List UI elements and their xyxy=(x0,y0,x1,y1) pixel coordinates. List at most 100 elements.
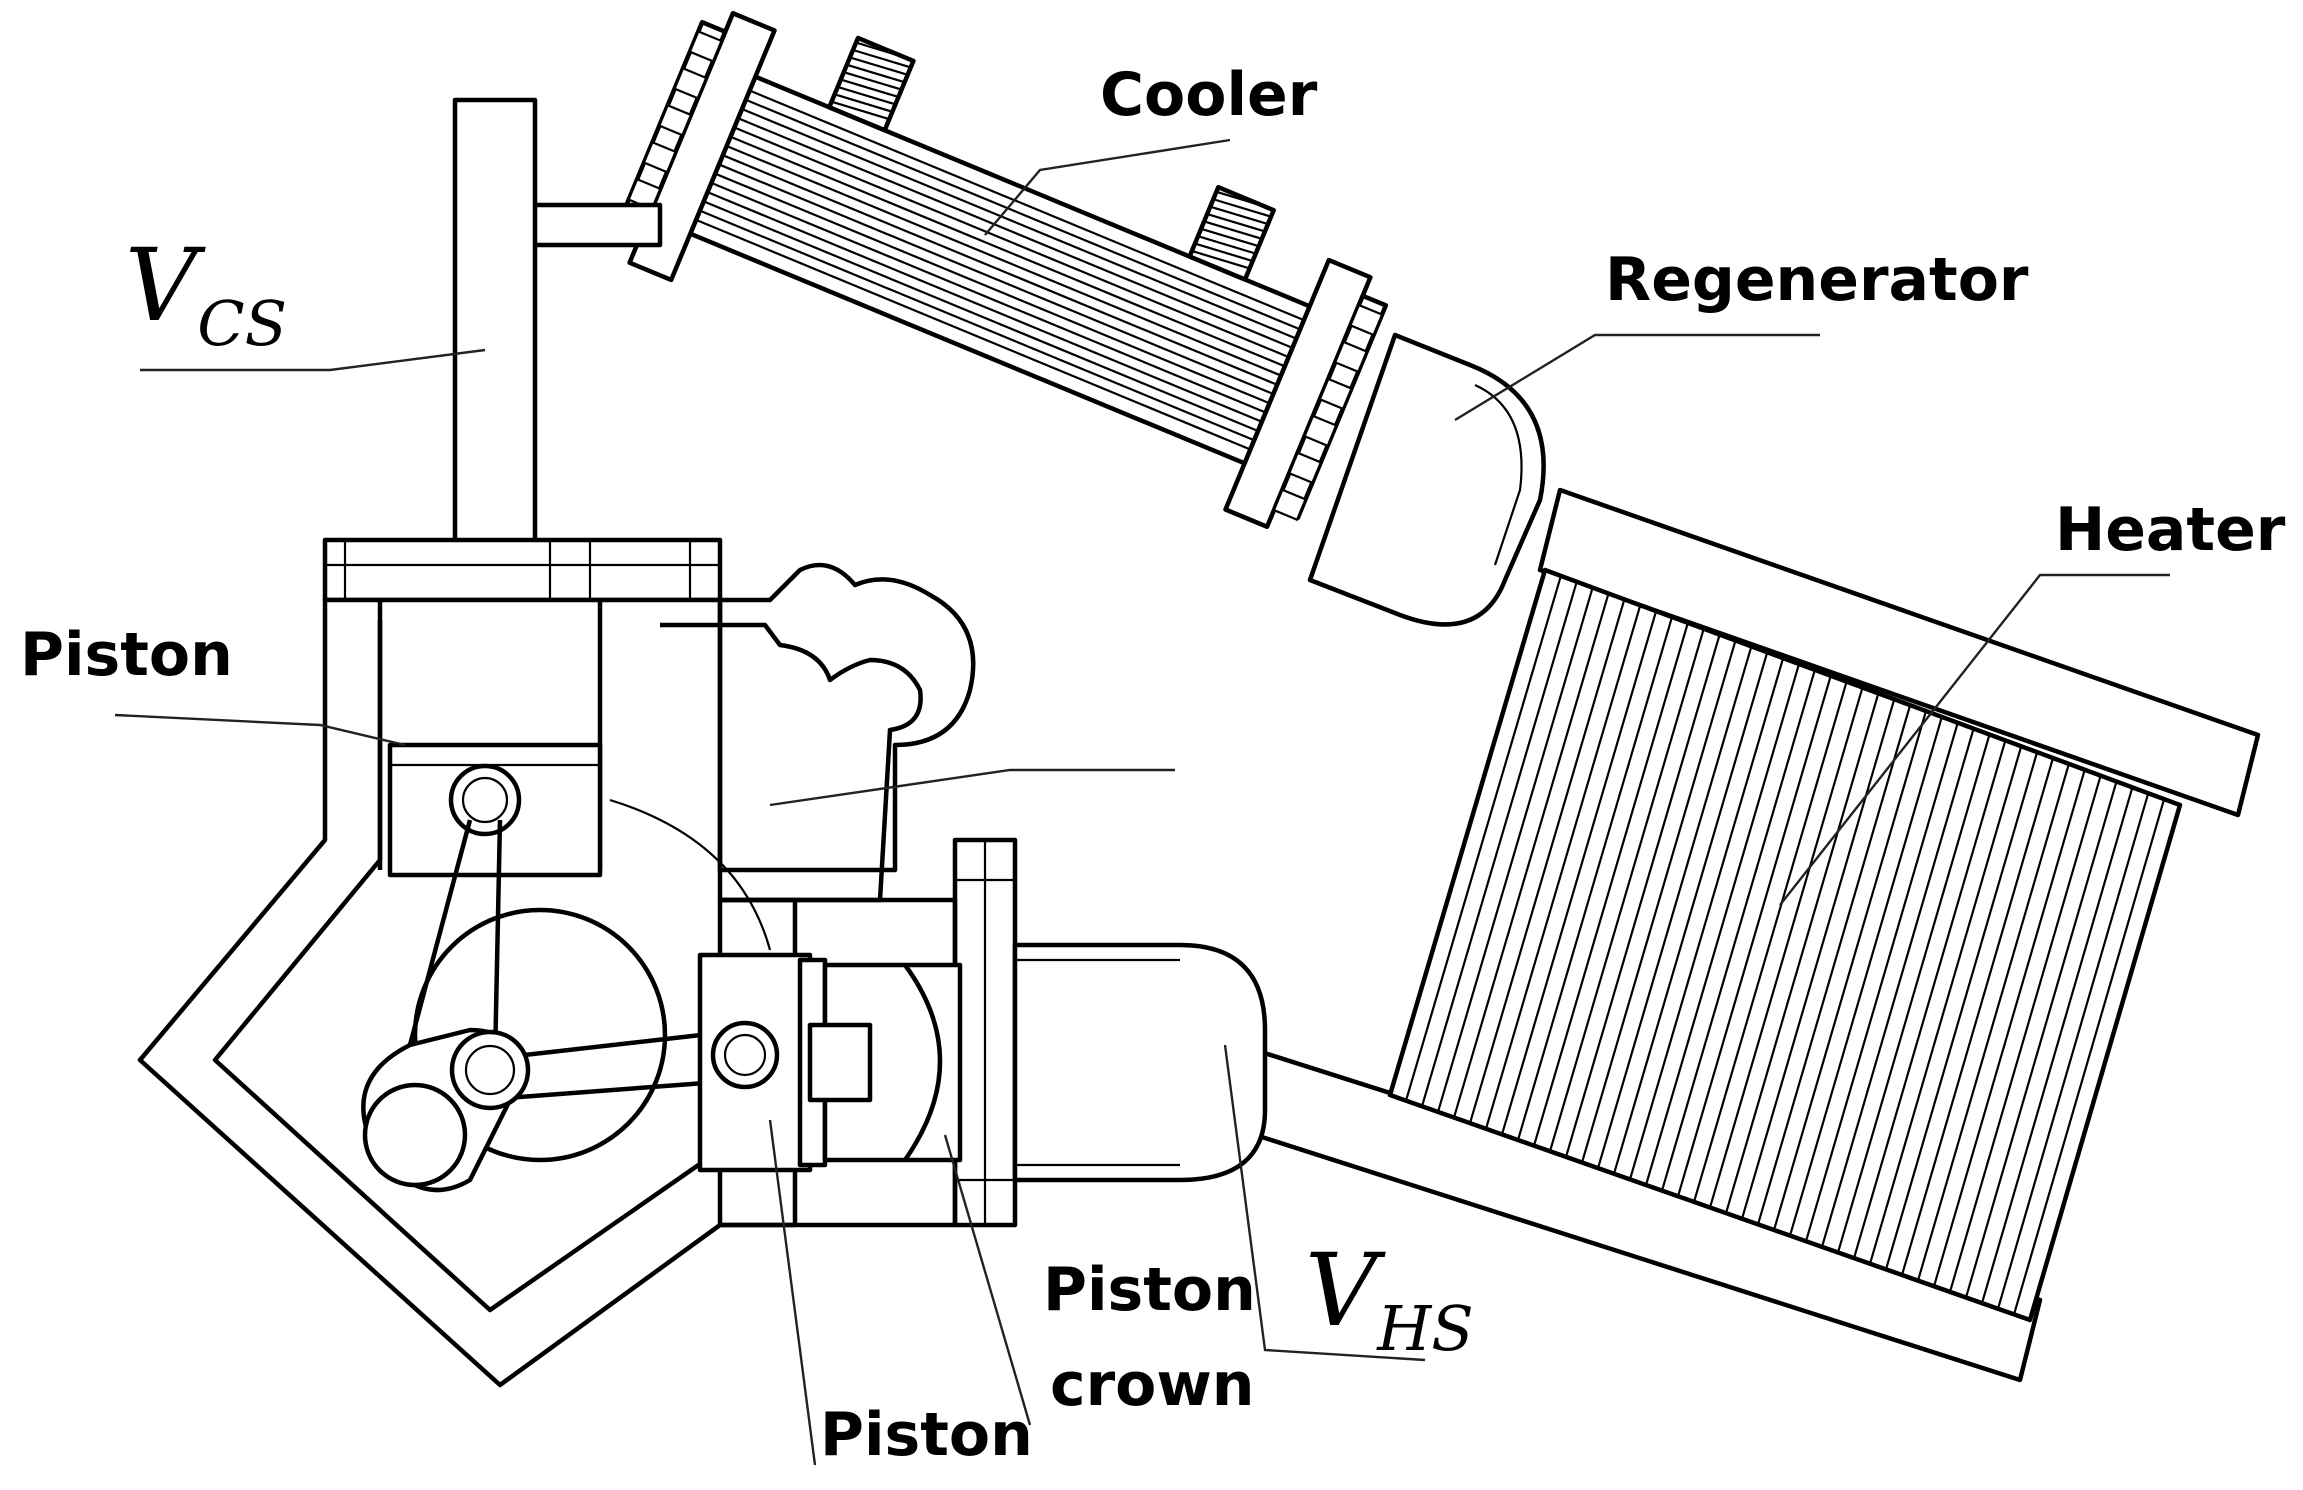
port-hatch-line xyxy=(831,100,890,121)
cooler-tube xyxy=(730,135,1286,368)
v-hs-sub: HS xyxy=(1376,1292,1474,1365)
port-hatch-line xyxy=(840,78,899,99)
cooler-tube xyxy=(695,218,1251,451)
port-hatch-line xyxy=(849,56,908,76)
cold-cylinder xyxy=(322,97,723,603)
heater-tube xyxy=(1804,722,1959,1242)
piston-label-bottom: Piston xyxy=(820,1400,1033,1470)
heater-tube xyxy=(1644,663,1801,1186)
heater xyxy=(1237,487,2261,1383)
cooler-tube xyxy=(710,181,1267,414)
cooler-tube xyxy=(733,126,1290,359)
heater-tube xyxy=(1612,651,1769,1175)
heater-tube xyxy=(2028,804,2182,1321)
crank-mechanism xyxy=(361,819,746,1193)
port-hatch xyxy=(831,41,1275,270)
flange-bolt xyxy=(642,140,677,174)
heater-tube xyxy=(1788,716,1943,1236)
heater-tube xyxy=(1532,622,1689,1146)
cold-piston xyxy=(387,742,603,878)
heater-tube xyxy=(2012,798,2166,1315)
heater-tube xyxy=(1948,775,2102,1293)
cooler-tube xyxy=(718,163,1274,396)
cooler-tube xyxy=(722,154,1278,386)
heater-tube xyxy=(1932,769,2086,1287)
heater-tube xyxy=(1484,604,1642,1130)
heater-tube xyxy=(1692,681,1848,1203)
v-cs-main: V xyxy=(125,227,206,344)
flange-bolt xyxy=(1303,414,1338,448)
v-hs-main: V xyxy=(1305,1232,1386,1349)
port-hatch-line xyxy=(1209,205,1269,226)
port-hatch-line xyxy=(1194,242,1253,263)
cooler-tube xyxy=(745,98,1301,331)
hot-cylinder xyxy=(717,837,1268,1228)
port-hatch-line xyxy=(1216,190,1275,211)
cold-pipe-horizontal xyxy=(527,202,663,248)
heater-tube xyxy=(1916,763,2070,1281)
piston-crown-label-line2: crown xyxy=(1050,1350,1255,1420)
port-hatch-line xyxy=(1191,249,1250,270)
port-hatch-line xyxy=(852,48,912,69)
heater-tube xyxy=(1900,757,2055,1276)
port-hatch-line xyxy=(1200,227,1260,248)
piston-label-left: Piston xyxy=(20,620,233,690)
labels: Cooler Regenerator Heater Piston Piston … xyxy=(20,60,2286,1470)
cooler-tube xyxy=(703,200,1259,433)
heater-tube xyxy=(1756,704,1912,1225)
cooler-tube xyxy=(707,191,1263,423)
cooler-tube xyxy=(741,107,1297,340)
heater-tube xyxy=(1660,669,1816,1191)
cooler xyxy=(611,11,1389,529)
port-hatch-line xyxy=(843,71,902,91)
heater-tube xyxy=(1964,781,2118,1298)
heater-tube xyxy=(1772,710,1928,1231)
heater-tube xyxy=(1388,569,1547,1096)
flange-bolt xyxy=(1287,451,1323,485)
heater-tube xyxy=(1740,698,1896,1220)
heater-tube xyxy=(1580,640,1737,1163)
flange-bolt xyxy=(688,29,723,63)
heater-tube xyxy=(1500,610,1658,1135)
port-hatch-line xyxy=(1212,198,1272,218)
cooler-tube xyxy=(749,89,1305,322)
v-cs-symbol: VCS xyxy=(125,227,287,360)
cooler-tube xyxy=(714,172,1270,405)
heater-tube xyxy=(1676,675,1832,1197)
port-hatch-line xyxy=(1206,212,1266,233)
port-hatch-line xyxy=(1203,220,1263,240)
flange-bolt xyxy=(1349,303,1384,337)
heater-tube xyxy=(1852,740,2007,1259)
heater-tube xyxy=(1436,587,1594,1113)
cooler-tube xyxy=(726,144,1282,377)
heater-tube xyxy=(1596,646,1753,1169)
port-hatch-line xyxy=(855,41,915,62)
leader-lines xyxy=(114,138,2170,1466)
v-cs-sub: CS xyxy=(197,287,287,360)
flange-bolt xyxy=(657,103,693,137)
heater-tube xyxy=(1996,792,2150,1310)
heater-tube xyxy=(1708,687,1864,1208)
heater-tube xyxy=(1468,599,1626,1124)
heater-tube xyxy=(1820,728,1975,1248)
heater-tube xyxy=(1548,628,1705,1152)
heater-tube xyxy=(1980,787,2134,1304)
flange-bolt xyxy=(1272,488,1307,522)
port-hatch-line xyxy=(1197,235,1257,255)
piston-crown-label-line1: Piston xyxy=(1043,1255,1256,1325)
heater-tube xyxy=(1724,693,1880,1214)
cooler-label: Cooler xyxy=(1100,60,1318,130)
hot-piston xyxy=(609,798,963,1173)
port-hatch-line xyxy=(846,63,905,84)
port-hatch-line xyxy=(834,93,893,113)
heater-tube xyxy=(1420,581,1578,1107)
v-hs-symbol: VHS xyxy=(1305,1232,1474,1365)
heater-tube xyxy=(1836,734,1991,1253)
heater-tube xyxy=(1452,593,1610,1118)
heater-tube xyxy=(1628,657,1785,1180)
heater-tube xyxy=(1404,575,1562,1101)
port-hatch-line xyxy=(837,85,896,106)
heater-tube xyxy=(1564,634,1721,1158)
heater-tubes xyxy=(1388,569,2182,1321)
